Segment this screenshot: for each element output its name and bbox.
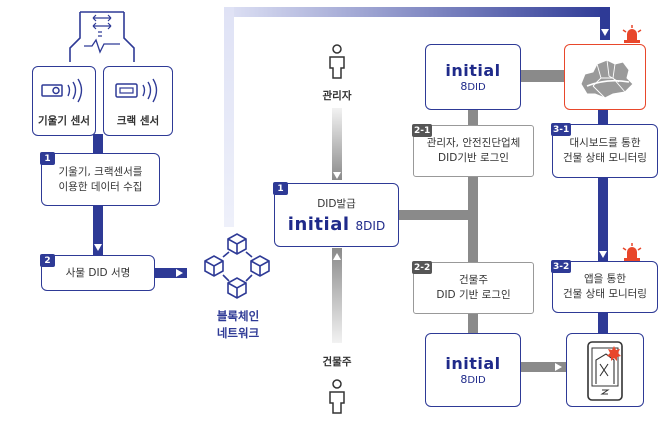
arrow-down-to-map: [601, 29, 609, 36]
step31-badge: 3-1: [551, 123, 572, 136]
bottom-did-icon: 8: [460, 373, 468, 386]
initial-top-box: initial 8 DID: [425, 44, 521, 110]
blockchain-label-line1: 블록체인: [216, 309, 260, 323]
tilt-sensor-icon: [41, 78, 83, 103]
manager-person-icon: [329, 44, 345, 79]
right-top-vertical-line: [600, 7, 610, 40]
manager-to-center-line: [332, 108, 342, 180]
did-issuance-title: DID발급: [317, 198, 356, 210]
step2-text: 사물 DID 서명: [65, 266, 131, 279]
arrow-right-blockchain: [176, 269, 183, 277]
step1-line1: 기울기, 크랙센서를: [58, 165, 143, 178]
crack-sensor-label: 크랙 센서: [116, 115, 160, 127]
step2-badge: 2: [40, 254, 55, 267]
right-navy-vertical-line: [598, 110, 608, 262]
step32-line1: 앱을 통한: [584, 273, 626, 285]
gray-trunk-line: [468, 110, 478, 350]
arrow-right-phone: [555, 363, 562, 371]
manager-label: 관리자: [322, 90, 352, 102]
blockchain-label-line2: 네트워크: [216, 326, 260, 340]
initial-to-phone-line: [521, 362, 568, 372]
alarm-top-icon: [622, 25, 642, 43]
blockchain-label: 블록체인 네트워크: [196, 308, 280, 342]
owner-person-icon: [329, 379, 345, 414]
sensor-to-step1-line: [93, 134, 103, 154]
did-issuance-box: DID발급 initial 8 DID: [274, 183, 399, 247]
top-did-group: 8 DID: [460, 80, 485, 93]
bottom-did-group: 8 DID: [460, 373, 485, 386]
map-dashboard-box: [564, 44, 646, 110]
phone-alert-icon: [587, 341, 623, 401]
top-did-icon: 8: [460, 80, 468, 93]
crack-sensor-icon: [115, 78, 158, 103]
step32-badge: 3-2: [551, 260, 572, 273]
tilt-sensor-box: 기울기 센서: [32, 66, 96, 136]
step21-login-box: 관리자, 안전진단업체 DID기반 로그인: [413, 125, 534, 177]
arrow-down-3-2: [599, 251, 607, 258]
phone-app-box: [566, 333, 644, 407]
step21-badge: 2-1: [412, 124, 433, 137]
top-brand-name: initial: [445, 61, 501, 80]
center-did-group: 8 DID: [356, 219, 386, 233]
step32-line2: 건물 상태 모니터링: [563, 288, 647, 300]
left-vertical-line: [224, 7, 234, 227]
navy-to-phone-line: [598, 313, 608, 335]
building-sensor-icon: [69, 11, 135, 62]
center-did-icon: 8: [355, 219, 364, 233]
center-brand: initial 8 DID: [288, 214, 385, 235]
step22-line1: 건물주: [459, 274, 488, 286]
alarm-bottom-icon: [622, 243, 642, 261]
step21-line1: 관리자, 안전진단업체: [426, 137, 521, 149]
step22-line2: DID 기반 로그인: [436, 289, 511, 301]
top-horizontal-line: [224, 7, 610, 17]
center-badge: 1: [273, 182, 288, 195]
seoul-map-icon: [580, 59, 634, 99]
step1-badge: 1: [40, 152, 55, 165]
owner-label: 건물주: [322, 356, 352, 368]
center-to-trunk-line: [398, 210, 478, 220]
arrow-down-center: [333, 172, 341, 179]
center-brand-name: initial: [287, 214, 350, 235]
arrow-down-step2: [94, 244, 102, 251]
step2-sign-box: 사물 DID 서명: [41, 255, 155, 291]
tilt-sensor-label: 기울기 센서: [38, 115, 90, 127]
owner-to-center-line: [332, 248, 342, 343]
step1-data-collection-box: 기울기, 크랙센서를 이용한 데이터 수집: [41, 153, 160, 206]
center-did-text: DID: [363, 219, 386, 233]
initial-bottom-box: initial 8 DID: [425, 333, 521, 407]
step22-login-box: 건물주 DID 기반 로그인: [413, 262, 534, 314]
step2-to-blockchain-line: [155, 268, 187, 278]
step1-to-step2-line: [93, 206, 103, 256]
step1-line2: 이용한 데이터 수집: [58, 180, 143, 193]
top-did-text: DID: [467, 82, 486, 93]
bottom-brand-name: initial: [445, 354, 501, 373]
step31-line1: 대시보드를 통한: [569, 137, 641, 149]
step22-badge: 2-2: [412, 261, 433, 274]
step31-line2: 건물 상태 모니터링: [563, 152, 647, 164]
crack-sensor-box: 크랙 센서: [103, 66, 173, 136]
blockchain-icon: [204, 233, 270, 299]
bottom-did-text: DID: [467, 375, 486, 386]
step21-line2: DID기반 로그인: [438, 152, 509, 164]
arrow-up-center: [333, 253, 341, 260]
initial-to-map-line: [521, 70, 565, 82]
